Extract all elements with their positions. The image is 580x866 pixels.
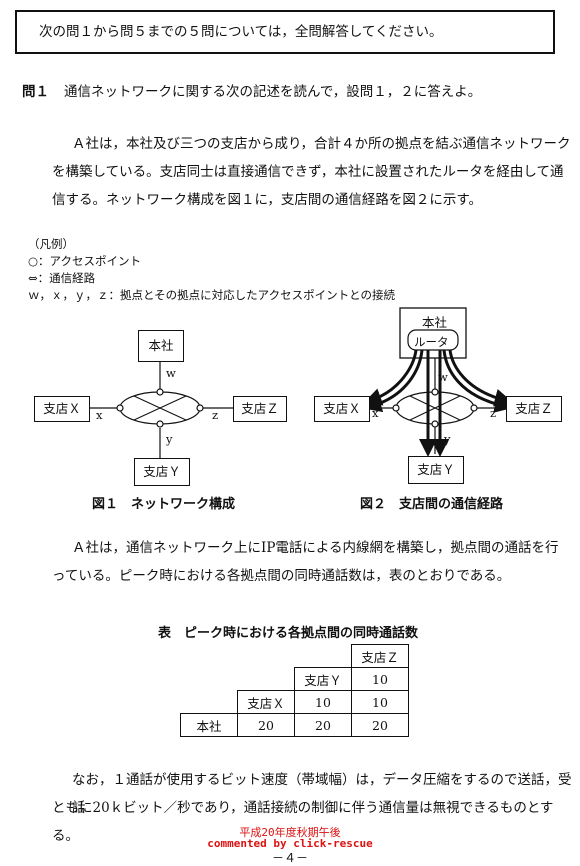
legend-access-point: ○：アクセスポイント (28, 254, 141, 268)
fig2-label-y: y (444, 432, 451, 446)
cell-hq-y: 20 (294, 713, 352, 737)
col-header-branch-z: 支店Ｚ (351, 644, 409, 668)
table-row: 支店Ｚ (181, 644, 409, 668)
fig1-node-branch-z: 支店Ｚ (233, 396, 287, 422)
question-number: 問１ (22, 84, 49, 100)
fig2-router: ルータ (414, 335, 449, 349)
fig2-node-branch-y: 支店Ｙ (408, 456, 464, 484)
fig2-node-hq: 本社 (422, 315, 448, 330)
calls-table: 支店Ｚ 支店Ｙ 10 支店Ｘ 10 10 本社 20 20 20 (180, 644, 409, 737)
table-row: 本社 20 20 20 (180, 713, 409, 737)
figure1-caption: 図１ ネットワーク構成 (92, 497, 236, 512)
fig2-node-branch-x: 支店Ｘ (314, 396, 370, 422)
fig1-node-hq: 本社 (138, 330, 184, 362)
table-title: 表 ピーク時における各拠点間の同時通話数 (158, 626, 419, 641)
figure2-diagram (363, 307, 513, 457)
table-row: 支店Ｘ 10 10 (181, 690, 409, 714)
para3-line1: なお，１通話が使用するビット速度（帯域幅）は，データ圧縮をするので送話，受話 (72, 772, 572, 816)
fig1-label-w: w (166, 366, 176, 380)
cell-hq-z: 20 (351, 713, 409, 737)
para2-line1: Ａ社は，通信ネットワーク上にIP電話による内線網を構築し，拠点間の通話を行 (72, 540, 559, 556)
fig2-label-z: z (490, 406, 497, 420)
page-number: －４－ (271, 851, 308, 865)
table-row: 支店Ｙ 10 (181, 667, 409, 691)
fig1-label-y: y (166, 432, 173, 446)
footer-comment: commented by click-rescue (207, 837, 373, 850)
col-header-branch-x: 支店Ｘ (237, 690, 295, 714)
cell-y-z: 10 (351, 667, 409, 691)
footer-session: 平成20年度秋期午後 (239, 826, 341, 839)
figure1-diagram (90, 362, 233, 458)
figure2: 本社 ルータ 支店Ｘ 支店Ｚ 支店Ｙ w x y z (310, 306, 570, 490)
cell-x-y: 10 (294, 690, 352, 714)
legend-connection: ｗ，ｘ，ｙ，ｚ：拠点とその拠点に対応したアクセスポイントとの接続 (28, 288, 395, 302)
fig2-node-branch-z: 支店Ｚ (506, 396, 562, 422)
figure1: 本社 支店Ｘ 支店Ｚ 支店Ｙ w x y z (30, 320, 290, 490)
cell-hq-x: 20 (237, 713, 295, 737)
legend-title: （凡例） (28, 237, 74, 251)
fig1-node-branch-y: 支店Ｙ (134, 458, 190, 486)
instruction-box: 次の問１から問５までの５問については，全問解答してください。 (15, 10, 555, 54)
row-header-hq: 本社 (180, 713, 238, 737)
para1-line1: Ａ社は，本社及び三つの支店から成り，合計４か所の拠点を結ぶ通信ネットワーク (72, 136, 571, 152)
para2-line2: っている。ピーク時における各拠点間の同時通話数は，表のとおりである。 (52, 568, 511, 584)
fig1-label-z: z (212, 408, 219, 422)
para3-line2: ともに20ｋビット／秒であり，通話接続の制御に伴う通信量は無視できるものとする。 (52, 800, 554, 844)
legend: （凡例） ○：アクセスポイント ⇔：通信経路 ｗ，ｘ，ｙ，ｚ：拠点とその拠点に対… (28, 236, 395, 304)
figure2-caption: 図２ 支店間の通信経路 (360, 497, 504, 512)
col-header-branch-y: 支店Ｙ (294, 667, 352, 691)
fig2-label-x: x (372, 406, 379, 420)
cell-x-z: 10 (351, 690, 409, 714)
legend-route: ⇔：通信経路 (28, 271, 96, 285)
question-text: 通信ネットワークに関する次の記述を読んで，設問１，２に答えよ。 (64, 84, 482, 100)
instruction-text: 次の問１から問５までの５問については，全問解答してください。 (39, 24, 443, 40)
para1-line3: 信する。ネットワーク構成を図１に，支店間の通信経路を図２に示す。 (52, 192, 482, 208)
fig1-node-branch-x: 支店Ｘ (34, 396, 90, 422)
fig2-label-w: w (438, 370, 448, 384)
fig1-label-x: x (96, 408, 103, 422)
para1-line2: を構築している。支店同士は直接通信できず，本社に設置されたルータを経由して通 (52, 164, 564, 180)
